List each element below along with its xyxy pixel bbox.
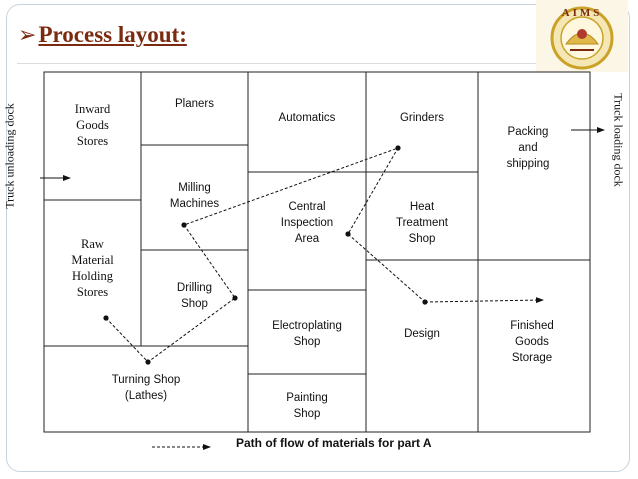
header-rule bbox=[17, 63, 537, 64]
slide bbox=[6, 4, 630, 472]
title-text: Process layout: bbox=[38, 22, 187, 47]
dept-electroplating-shop: Electroplating Shop bbox=[272, 319, 342, 348]
legend-label: Path of flow of materials for part A bbox=[236, 436, 432, 450]
dept-finished-goods-storage: Finished Goods Storage bbox=[510, 319, 554, 365]
dept-packing-and-shipping: Packing and shipping bbox=[506, 125, 550, 171]
aims-logo: AIMS bbox=[536, 0, 628, 72]
dept-painting-shop: Painting Shop bbox=[286, 391, 328, 420]
dept-design: Design bbox=[404, 327, 440, 340]
dept-automatics: Automatics bbox=[278, 111, 336, 124]
truck-loading-dock-label: Truck loading dock bbox=[611, 93, 626, 187]
dept-milling-machines: Milling Machines bbox=[169, 181, 220, 210]
dept-raw-material-holding-stores: Raw Material Holding Stores bbox=[71, 236, 114, 300]
dept-heat-treatment-shop: Heat Treatment Shop bbox=[396, 200, 448, 246]
truck-unloading-dock-label: Truck unloading dock bbox=[2, 103, 17, 209]
flow-nodes bbox=[103, 145, 428, 365]
plant-boundary bbox=[43, 71, 591, 433]
dept-drilling-shop: Drilling Shop bbox=[176, 281, 213, 310]
dept-turning-shop: Turning Shop (Lathes) bbox=[111, 373, 181, 402]
dept-inward-goods-stores: Inward Goods Stores bbox=[74, 101, 111, 149]
slide-title: ➢ Process layout: bbox=[18, 22, 187, 48]
logo-text: AIMS bbox=[562, 7, 603, 19]
dept-grinders: Grinders bbox=[399, 111, 445, 124]
dept-planers: Planers bbox=[175, 97, 214, 110]
arrow-bullet-icon: ➢ bbox=[18, 22, 37, 47]
dept-central-inspection-area: Central Inspection Area bbox=[280, 200, 334, 246]
